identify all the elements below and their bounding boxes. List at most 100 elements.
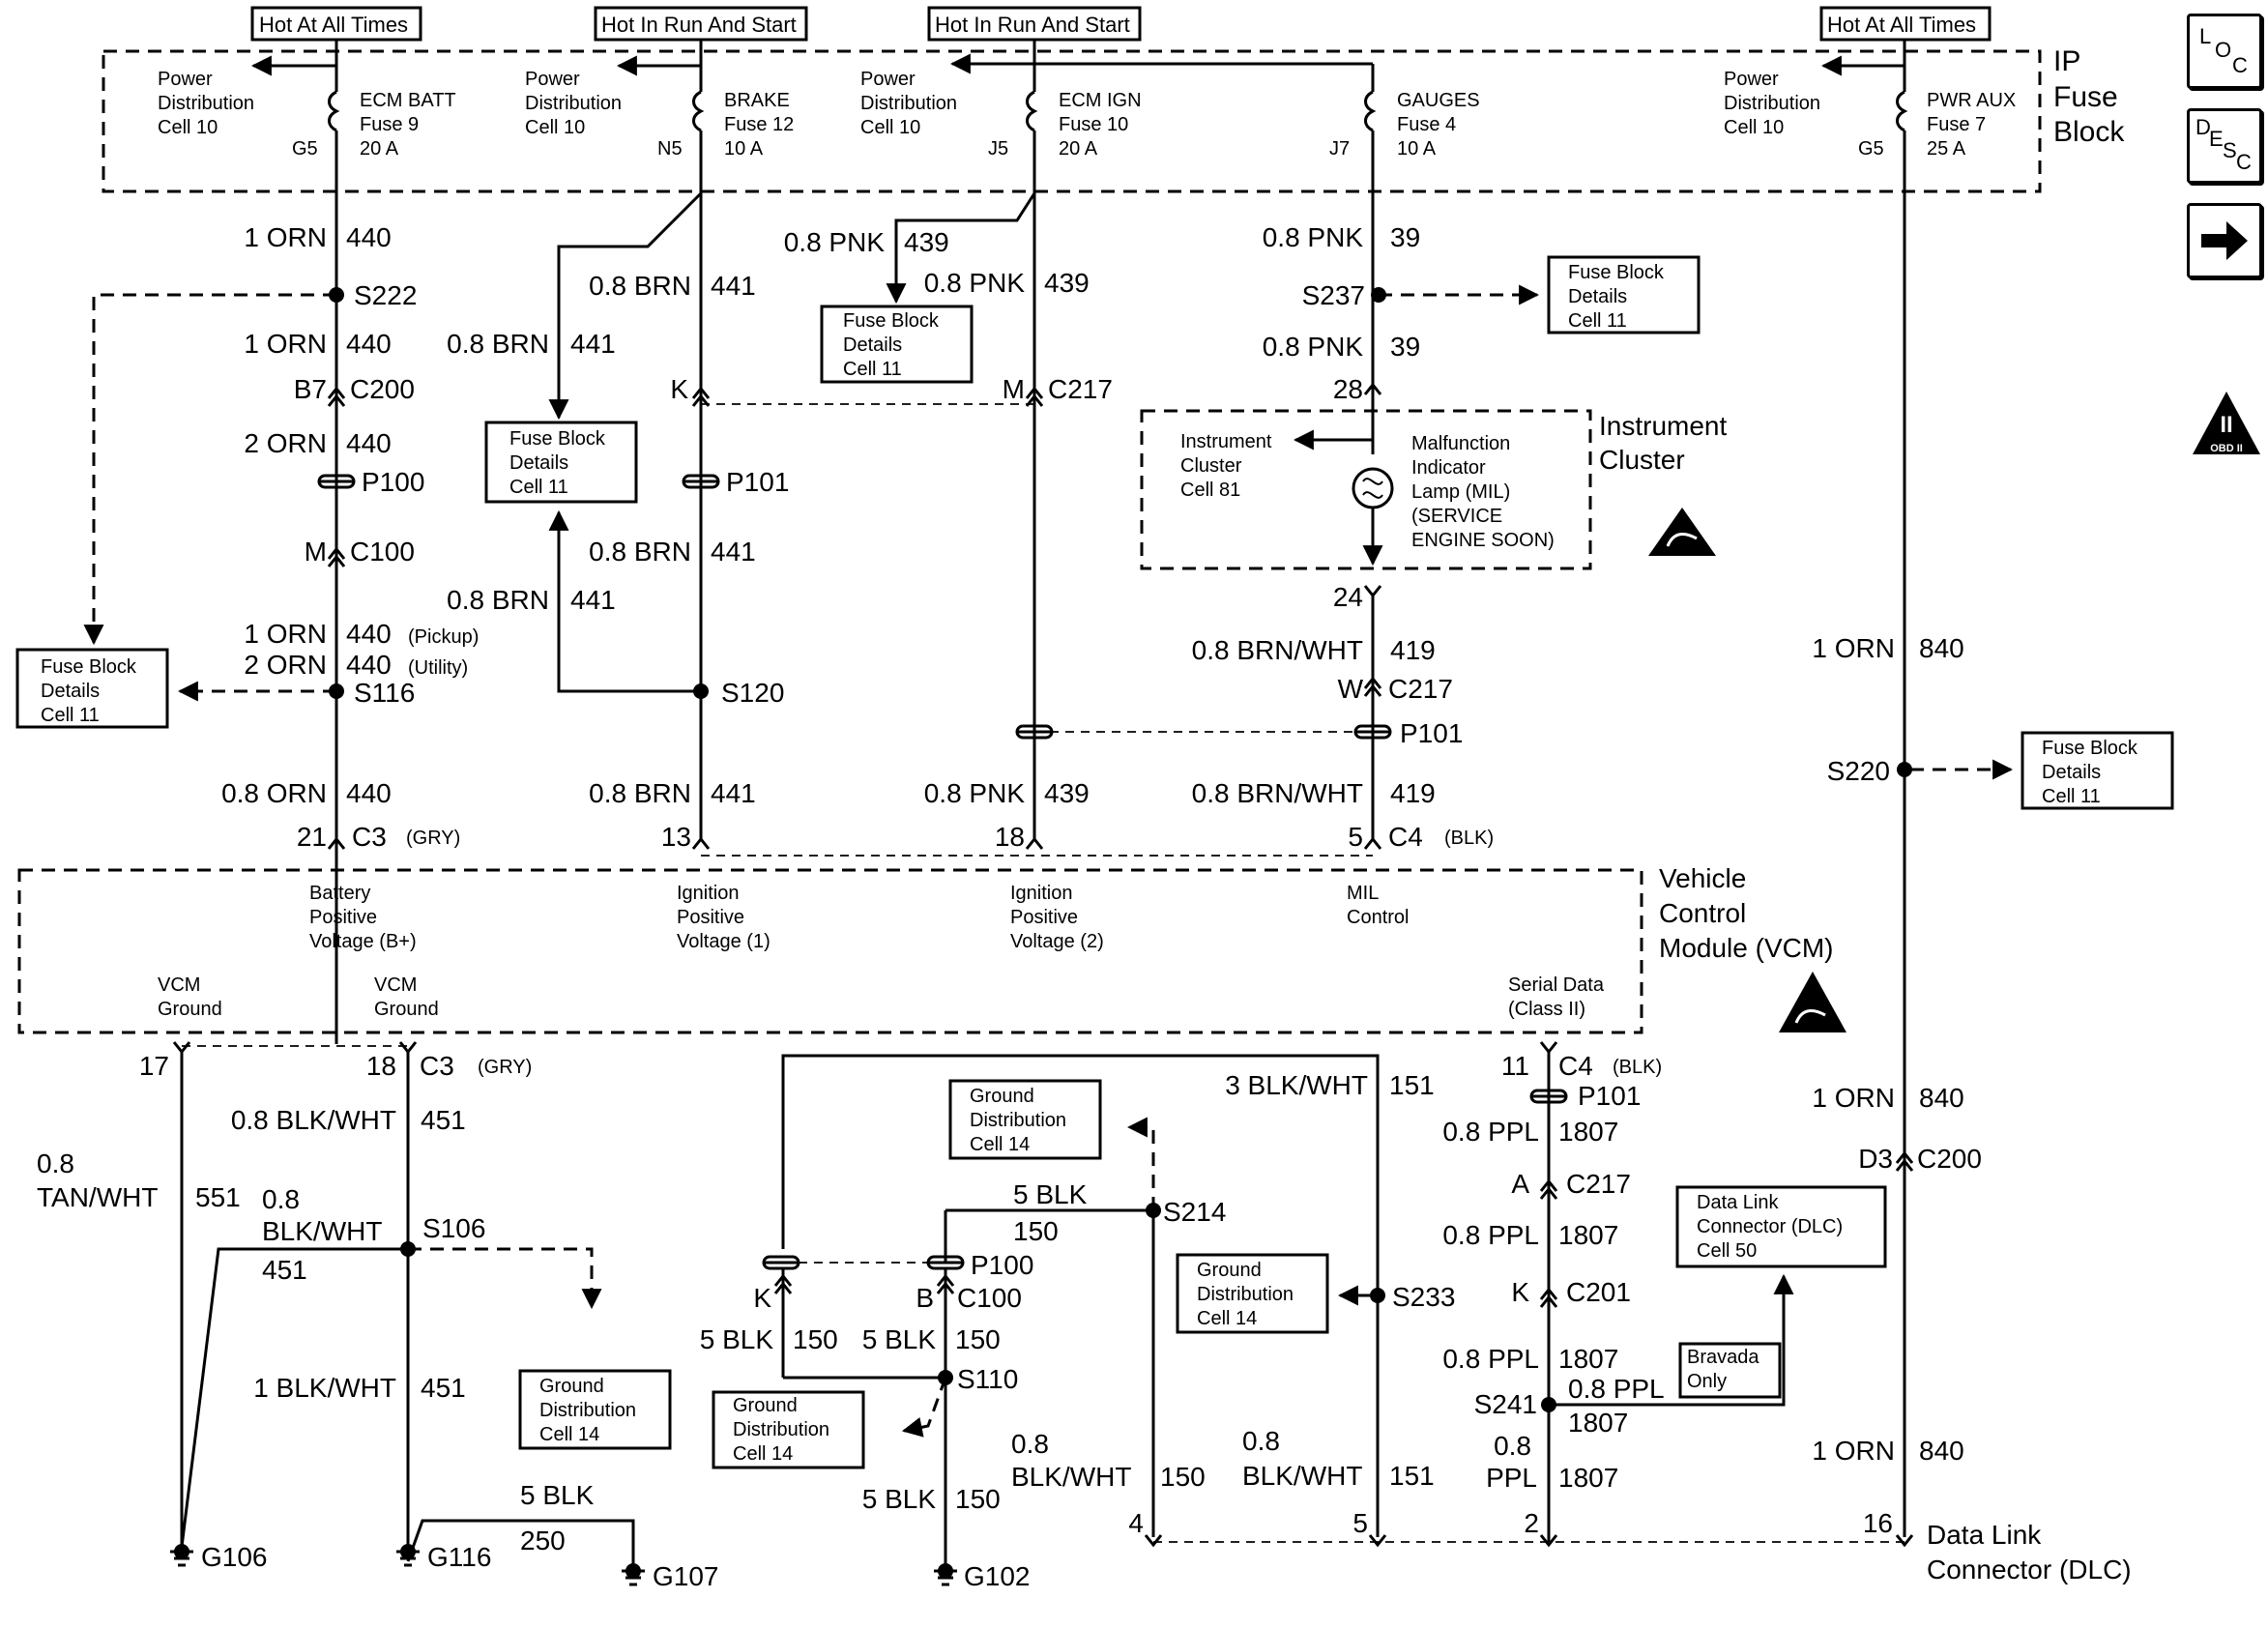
dlc-ref-line3: Cell 50 — [1697, 1240, 1757, 1262]
fuse-block-details-box-b[interactable] — [484, 421, 638, 504]
pin-18b: 18 — [366, 1051, 396, 1081]
bravada-line2: Only — [1687, 1371, 1727, 1392]
wire-151b-gauge: 0.8 — [1242, 1426, 1280, 1456]
wire-150d-circuit: 150 — [1160, 1462, 1206, 1492]
wire-150b-color: 5 BLK — [862, 1324, 937, 1354]
wire-451-circuit: 451 — [421, 1105, 466, 1135]
fbd-b-line2: Details — [509, 452, 568, 474]
vcm-ign1-3: Voltage (1) — [677, 931, 771, 952]
wire-151b-color: BLK/WHT — [1242, 1461, 1362, 1491]
wire-150c-circuit: 150 — [955, 1484, 1001, 1514]
wire-439c-color: 0.8 PNK — [924, 778, 1026, 808]
wire-1807d-circuit: 1807 — [1568, 1408, 1628, 1438]
wire-551-color: TAN/WHT — [37, 1182, 158, 1212]
splice-s241-dot — [1541, 1397, 1556, 1412]
wire-419-circuit: 419 — [1390, 635, 1436, 665]
mil-line5: ENGINE SOON) — [1411, 530, 1555, 551]
splice-s241: S241 — [1474, 1389, 1537, 1419]
ground-distribution-box-d[interactable] — [1176, 1253, 1329, 1334]
wire-151-circuit: 151 — [1389, 1070, 1435, 1100]
obd-roman-label: II — [2220, 412, 2232, 438]
conn-c200: C200 — [350, 374, 415, 404]
gd-a-line1: Ground — [539, 1376, 604, 1397]
vcm-ign2-2: Positive — [1010, 907, 1078, 928]
ground-distribution-box-a[interactable] — [518, 1369, 672, 1450]
pin-2: 2 — [1524, 1508, 1539, 1538]
conn-c217c: C217 — [1566, 1169, 1631, 1199]
splice-s233: S233 — [1392, 1282, 1455, 1312]
next-button[interactable] — [2187, 203, 2262, 278]
description-button[interactable]: D E S C — [2187, 108, 2262, 184]
wire-440c-color: 2 ORN — [244, 428, 327, 458]
esd-warning-icon — [1648, 508, 1716, 556]
fuse2-name: BRAKE — [724, 90, 790, 111]
vcm-gnd2-1: VCM — [374, 974, 417, 996]
wire-451b-color: BLK/WHT — [262, 1216, 382, 1246]
conn-c100b: C100 — [957, 1283, 1022, 1313]
wire-419b-circuit: 419 — [1390, 778, 1436, 808]
wire-440c-circuit: 440 — [346, 428, 392, 458]
pin-5b: 5 — [1352, 1508, 1368, 1538]
vcm-bplus-3: Voltage (B+) — [309, 931, 417, 952]
pin-11: 11 — [1501, 1051, 1529, 1081]
conn-w: W — [1338, 674, 1364, 704]
wire-551-gauge: 0.8 — [37, 1148, 74, 1178]
vcm-title-2: Control — [1659, 898, 1746, 928]
ground-distribution-box-c[interactable] — [712, 1390, 865, 1469]
wire-441d-circuit: 441 — [570, 585, 616, 615]
conn-k3: K — [1511, 1277, 1529, 1307]
wire-451c-color: 1 BLK/WHT — [253, 1373, 396, 1403]
wire-419-color: 0.8 BRN/WHT — [1192, 635, 1363, 665]
vcm-ign1-2: Positive — [677, 907, 744, 928]
conn-c3: C3 — [352, 822, 387, 852]
vcm-bplus-2: Positive — [309, 907, 377, 928]
wire-840-color: 1 ORN — [1812, 633, 1895, 663]
ground-distribution-box-b[interactable] — [948, 1079, 1102, 1160]
wire-150-circuit: 150 — [1013, 1216, 1059, 1246]
wire-440-circuit: 440 — [346, 222, 392, 252]
desc-d: D — [2195, 115, 2211, 139]
fuse5-name: PWR AUX — [1927, 90, 2016, 111]
ip-fuse-title-3: Block — [2053, 116, 2125, 148]
wire-840c-circuit: 840 — [1919, 1436, 1964, 1466]
wire-150d-color: BLK/WHT — [1011, 1462, 1131, 1492]
splice-s220-dot — [1897, 762, 1912, 777]
gd-b-line2: Distribution — [970, 1110, 1066, 1131]
fuse3-number: Fuse 10 — [1059, 114, 1128, 135]
fbd-e-line3: Cell 11 — [2042, 786, 2101, 807]
gd-d-line3: Cell 14 — [1197, 1308, 1257, 1329]
dlc-reference-box[interactable] — [1675, 1185, 1887, 1268]
wire-441e-color: 0.8 BRN — [589, 778, 691, 808]
mil-line2: Indicator — [1411, 457, 1486, 479]
conn-c4b-color: (BLK) — [1613, 1057, 1662, 1078]
gd-a-line2: Distribution — [539, 1400, 636, 1421]
dlc-ref-line1: Data Link — [1697, 1192, 1779, 1213]
wire-441c-circuit: 441 — [711, 537, 756, 567]
fuse3-name: ECM IGN — [1059, 90, 1142, 111]
splice-s116-dot — [329, 683, 344, 699]
conn-a: A — [1511, 1169, 1529, 1199]
fuse1-name: ECM BATT — [360, 90, 456, 111]
splice-s106: S106 — [422, 1213, 485, 1243]
fuse-block-details-box-c[interactable] — [820, 305, 974, 384]
wire-451b-gauge: 0.8 — [262, 1184, 300, 1214]
vcm-outline — [17, 868, 1643, 1034]
wire-151b-circuit: 151 — [1389, 1461, 1435, 1491]
wire-1807b-color: 0.8 PPL — [1442, 1220, 1539, 1250]
fuse-block-details-box-d[interactable] — [1547, 255, 1701, 334]
conn-c200b: C200 — [1917, 1144, 1982, 1174]
wire-451-color: 0.8 BLK/WHT — [231, 1105, 396, 1135]
wire-39b-color: 0.8 PNK — [1263, 332, 1364, 362]
wire-1807-circuit: 1807 — [1558, 1117, 1618, 1147]
cluster-ref-2: Cluster — [1180, 455, 1242, 477]
conn-c3-color: (GRY) — [406, 828, 460, 849]
fuse-block-details-box-e[interactable] — [2021, 731, 2174, 810]
conn-p101b: P101 — [1400, 718, 1463, 748]
desc-e: E — [2209, 127, 2224, 151]
vcm-gnd1-2: Ground — [158, 999, 222, 1020]
wire-440b-circuit: 440 — [346, 329, 392, 359]
fuse-block-details-box-a[interactable] — [15, 648, 169, 729]
location-button[interactable]: L O C — [2187, 14, 2262, 89]
wire-150d-gauge: 0.8 — [1011, 1429, 1049, 1459]
wire-1807c-circuit: 1807 — [1558, 1344, 1618, 1374]
